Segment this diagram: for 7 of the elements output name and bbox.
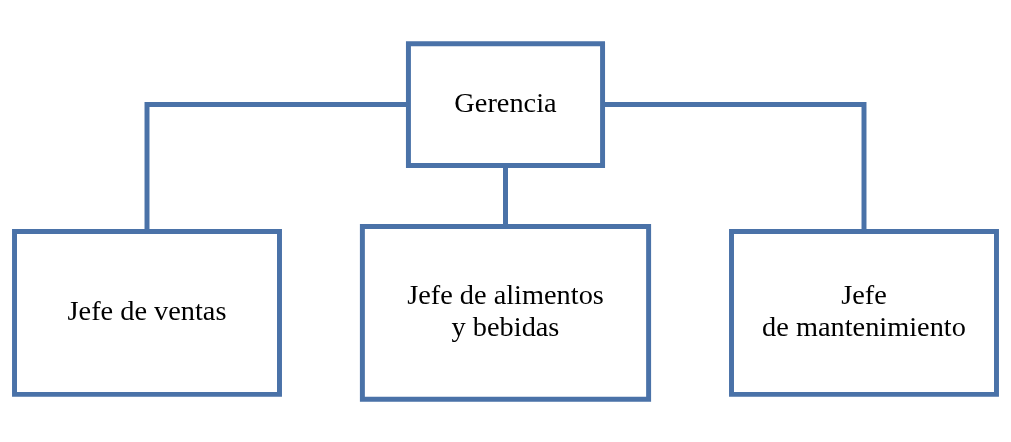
connector bbox=[144, 101, 408, 231]
node-box: Jefe de mantenimiento bbox=[729, 228, 999, 397]
node-box: Gerencia bbox=[405, 40, 606, 168]
connector bbox=[503, 165, 508, 226]
node-box: Jefe de alimentos y bebidas bbox=[359, 223, 652, 402]
connector bbox=[603, 101, 867, 231]
node-box: Jefe de ventas bbox=[12, 228, 282, 397]
